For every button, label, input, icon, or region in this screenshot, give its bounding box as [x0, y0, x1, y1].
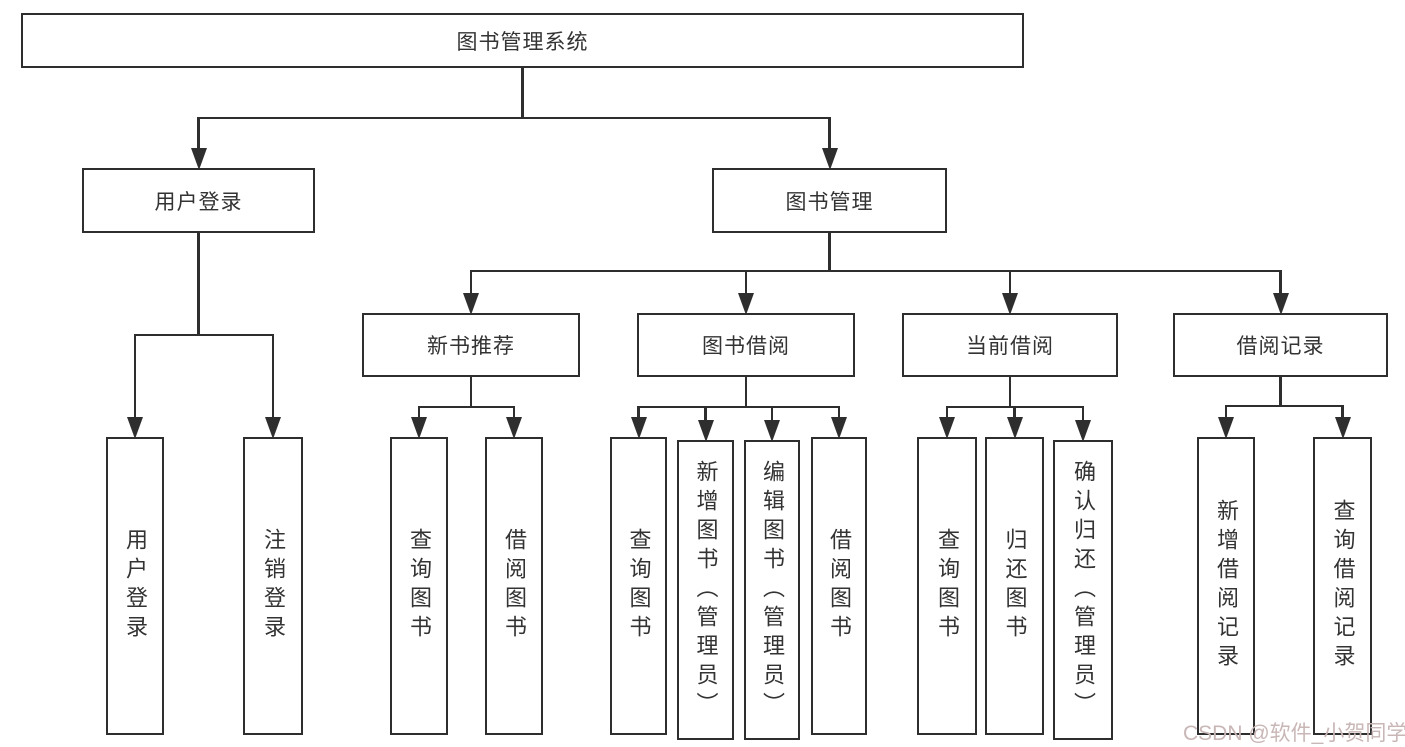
connector-line [1008, 271, 1012, 297]
connector-line [837, 407, 841, 421]
node-label: 图书借阅 [702, 335, 790, 358]
connector-line [469, 271, 473, 297]
connector-line [197, 116, 831, 120]
node-borrow-rec: 借阅记录 [1173, 313, 1388, 377]
connector-line [1279, 271, 1282, 297]
connector-line [828, 118, 831, 152]
connector-line [417, 405, 516, 409]
connector-line [133, 333, 275, 337]
connector-line [512, 407, 516, 421]
arrow-head [190, 148, 207, 170]
watermark: CSDN @软件_小贺同学 [1183, 722, 1405, 745]
connector-line [704, 407, 707, 424]
arrow-head [1334, 417, 1351, 439]
connector-line [197, 118, 200, 152]
connector-line [1224, 404, 1344, 408]
connector-line [133, 335, 137, 421]
arrow-head [831, 417, 847, 439]
arrow-head [821, 148, 838, 170]
node-rec-borrow: 借阅图书 [485, 437, 543, 735]
node-bb-edit: 编辑图书（管理员） [744, 440, 800, 740]
connector-line [197, 233, 200, 335]
node-root: 图书管理系统 [21, 13, 1024, 68]
node-label: 注销登录 [261, 528, 286, 644]
node-label: 当前借阅 [966, 335, 1054, 358]
connector-line [417, 407, 421, 421]
node-label: 查询图书 [407, 528, 432, 644]
node-bb-add: 新增图书（管理员） [677, 440, 734, 740]
node-login: 用户登录 [106, 437, 164, 735]
node-cb-query: 查询图书 [917, 437, 977, 735]
connector-line [770, 407, 774, 424]
connector-line [828, 233, 831, 271]
node-new-rec: 新书推荐 [362, 313, 580, 377]
connector-line [744, 271, 748, 297]
connector-line [1081, 407, 1085, 424]
arrow-head [1006, 417, 1023, 439]
node-label: 确认归还（管理员） [1071, 459, 1096, 721]
arrow-head [697, 420, 714, 442]
node-label: 借阅图书 [827, 528, 852, 644]
node-book-mgmt: 图书管理 [712, 168, 947, 233]
node-br-add: 新增借阅记录 [1197, 437, 1255, 735]
node-cb-confirm: 确认归还（管理员） [1053, 440, 1113, 740]
node-label: 用户登录 [154, 190, 243, 214]
node-label: 查询图书 [626, 528, 652, 644]
node-label: 借阅图书 [502, 528, 527, 644]
node-bb-borrow: 借阅图书 [811, 437, 867, 735]
connector-line [469, 269, 1282, 273]
arrow-head [1218, 417, 1234, 439]
node-rec-query: 查询图书 [390, 437, 448, 735]
arrow-head [1075, 420, 1091, 442]
connector-line [637, 405, 841, 409]
node-label: 编辑图书（管理员） [760, 459, 785, 721]
node-label: 归还图书 [1002, 528, 1028, 644]
arrow-head [127, 417, 143, 439]
node-cb-return: 归还图书 [985, 437, 1044, 735]
node-logout: 注销登录 [243, 437, 303, 735]
node-book-borrow: 图书借阅 [637, 313, 855, 377]
connector-line [1013, 407, 1016, 421]
node-label: 图书管理 [785, 190, 874, 214]
node-label: 借阅记录 [1236, 335, 1325, 358]
connector-line [945, 407, 949, 421]
connector-line [1341, 406, 1344, 421]
arrow-head [265, 417, 281, 439]
node-label: 用户登录 [123, 528, 148, 644]
node-label: 查询借阅记录 [1330, 499, 1356, 673]
node-bb-query: 查询图书 [610, 437, 667, 735]
connector-line [1279, 377, 1282, 406]
connector-line [521, 68, 524, 118]
arrow-head [939, 417, 955, 439]
arrow-head [630, 417, 647, 439]
connector-line [637, 407, 640, 421]
arrow-head [1002, 293, 1018, 315]
connector-line [1008, 377, 1012, 407]
arrow-head [764, 420, 780, 442]
arrow-head [411, 417, 427, 439]
node-user-login: 用户登录 [82, 168, 315, 233]
node-label: 新增借阅记录 [1214, 499, 1239, 673]
node-label: 新增图书（管理员） [693, 459, 719, 721]
connector-line [469, 377, 473, 407]
arrow-head [1272, 293, 1289, 315]
node-label: 查询图书 [935, 528, 960, 644]
connector-line [1224, 406, 1228, 421]
node-label: 图书管理系统 [456, 30, 589, 54]
node-br-query: 查询借阅记录 [1313, 437, 1372, 735]
arrow-head [738, 293, 754, 315]
arrow-head [463, 293, 479, 315]
arrow-head [506, 417, 522, 439]
connector-line [271, 335, 275, 421]
node-label: 新书推荐 [427, 335, 515, 358]
node-cur-borrow: 当前借阅 [902, 313, 1118, 377]
connector-line [744, 377, 748, 407]
